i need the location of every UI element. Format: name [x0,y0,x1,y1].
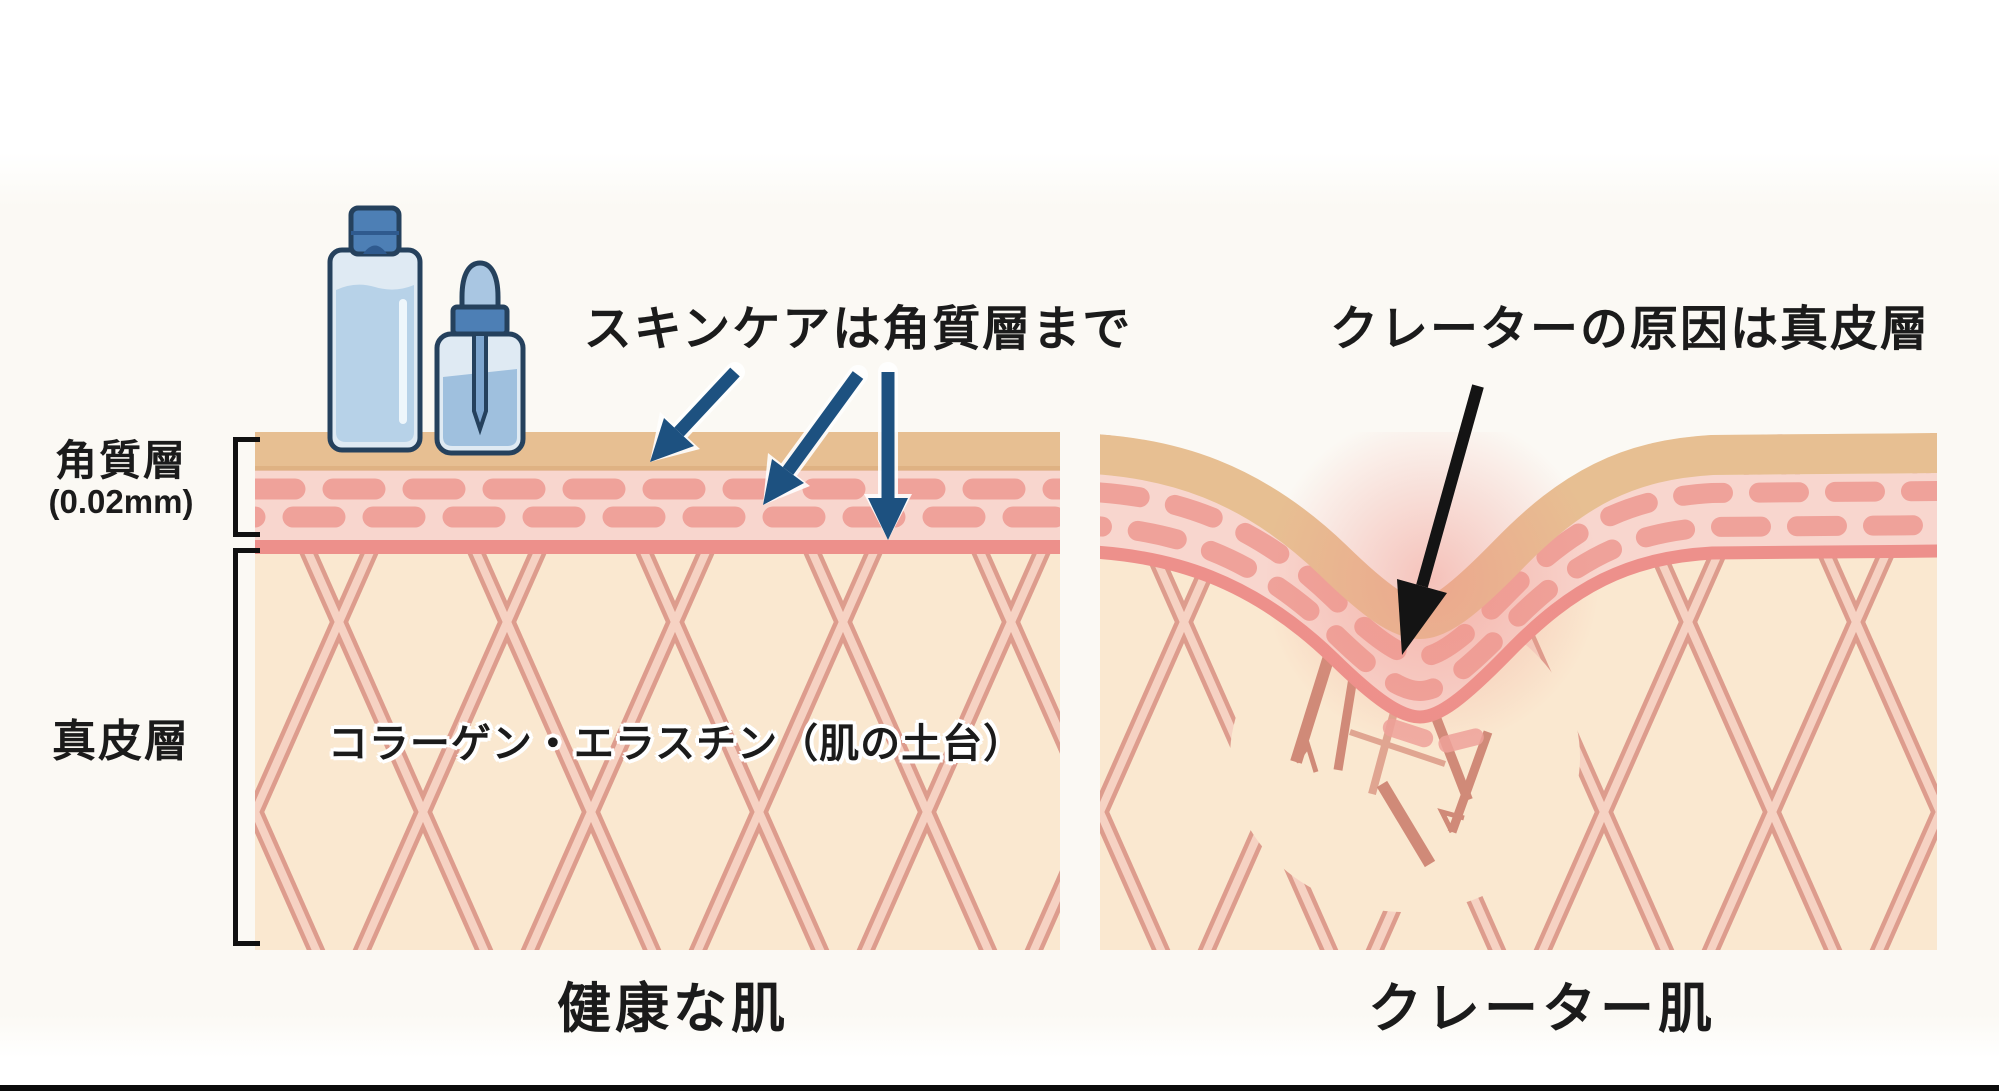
collagen-elastin-label: コラーゲン・エラスチン（肌の土台） [327,722,1025,766]
dermis-bracket [233,548,260,946]
healthy-skin-panel [255,432,1060,950]
stratum-corneum-label-text: 角質層 [54,437,187,484]
dropper-bottle-icon [434,260,526,456]
collagen-fiber-lattice [255,554,1060,950]
skincare-bottles [327,205,526,456]
crater-skin-panel [1100,432,1937,950]
left-caption: 健康な肌 [557,979,789,1039]
left-annotation: スキンケアは角質層まで [583,303,1133,356]
dermis-label: 真皮層 [52,717,190,766]
stratum-corneum-bracket [233,437,260,537]
lotion-bottle-icon [327,205,423,453]
surface-shadow-edge [255,466,1060,471]
stratum-corneum-label: 角質層 (0.02mm) [14,437,228,521]
right-caption: クレーター肌 [1368,979,1716,1039]
right-annotation: クレーターの原因は真皮層 [1329,303,1931,356]
stratum-corneum-thickness: (0.02mm) [48,483,194,521]
bottom-border-bar [0,1085,1999,1091]
basal-line [255,540,1060,554]
